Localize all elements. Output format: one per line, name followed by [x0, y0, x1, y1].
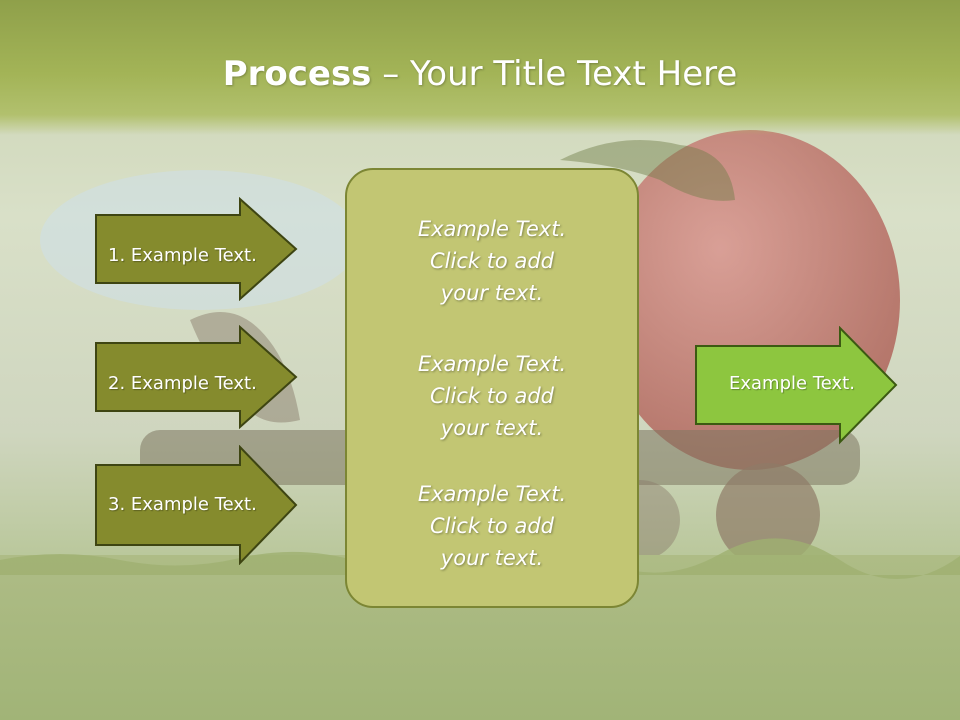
left-arrow-3-label: 3. Example Text. — [108, 494, 257, 515]
center-block-1-line2: Click to add — [429, 249, 554, 273]
left-arrow-3[interactable] — [94, 445, 300, 565]
slide-title[interactable]: Process – Your Title Text Here — [0, 52, 960, 96]
center-block-3-line2: Click to add — [429, 514, 554, 538]
center-block-2-line1: Example Text. — [417, 352, 567, 376]
center-text-box[interactable] — [345, 168, 639, 608]
left-arrow-1-label: 1. Example Text. — [108, 245, 257, 266]
right-arrow-label: Example Text. — [729, 373, 855, 394]
right-arrow[interactable] — [694, 326, 900, 446]
center-block-1-line3: your text. — [440, 281, 544, 305]
left-arrow-2[interactable] — [94, 325, 300, 429]
left-arrow-1[interactable] — [94, 197, 300, 301]
center-block-1-line1: Example Text. — [417, 217, 567, 241]
center-block-1: Example Text. Click to add your text. — [345, 213, 639, 309]
center-block-3: Example Text. Click to add your text. — [345, 478, 639, 574]
center-block-3-line1: Example Text. — [417, 482, 567, 506]
left-arrow-2-label: 2. Example Text. — [108, 373, 257, 394]
center-block-3-line3: your text. — [440, 546, 544, 570]
title-band — [0, 0, 960, 135]
center-block-2: Example Text. Click to add your text. — [345, 348, 639, 444]
center-block-2-line2: Click to add — [429, 384, 554, 408]
title-bold: Process — [222, 54, 372, 94]
title-rest: – Your Title Text Here — [371, 54, 738, 94]
center-block-2-line3: your text. — [440, 416, 544, 440]
